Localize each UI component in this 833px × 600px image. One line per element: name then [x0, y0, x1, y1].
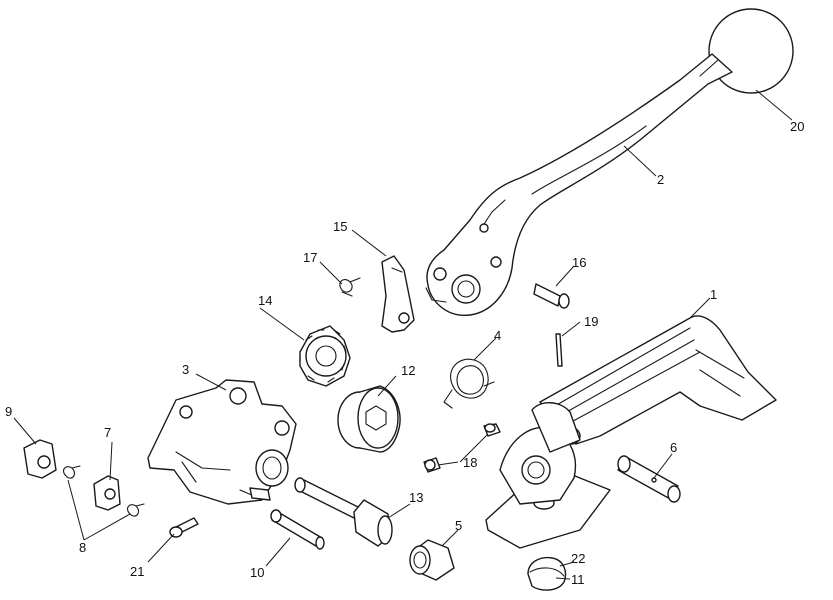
callout-6: 6 [670, 440, 677, 455]
part-21-screw [169, 517, 199, 538]
callout-21: 21 [130, 564, 144, 579]
part-22-11-cap [527, 556, 567, 591]
callout-11: 11 [571, 572, 585, 587]
callout-5: 5 [455, 518, 462, 533]
callout-14: 14 [258, 293, 272, 308]
callout-8: 8 [79, 540, 86, 555]
callout-16: 16 [572, 255, 586, 270]
part-19-roll-pin [555, 333, 563, 367]
part-1-base-frame [485, 315, 777, 549]
callout-9: 9 [5, 404, 12, 419]
part-17-spring [339, 277, 361, 297]
part-5-bushing [409, 539, 455, 581]
callout-3: 3 [182, 362, 189, 377]
part-13-shaft [294, 477, 393, 547]
callout-labels: 20 2 1 3 4 5 6 7 8 9 10 11 12 13 14 15 1… [5, 119, 804, 587]
callout-22: 22 [571, 551, 585, 566]
part-3-tension-housing [147, 379, 297, 505]
callout-10: 10 [250, 565, 264, 580]
callout-4: 4 [494, 328, 501, 343]
leader-lines [13, 89, 793, 580]
part-10-pin [270, 509, 325, 550]
part-14-gear [299, 325, 351, 387]
part-7-clip [93, 475, 121, 511]
callout-15: 15 [333, 219, 347, 234]
part-6-pivot-pin [617, 455, 681, 503]
part-20-knob [708, 8, 794, 94]
part-15-pawl [381, 255, 415, 333]
callout-12: 12 [401, 363, 415, 378]
callout-17: 17 [303, 250, 317, 265]
part-2-handle-lever [425, 53, 733, 316]
part-4-torsion-spring [443, 358, 495, 409]
callout-2: 2 [657, 172, 664, 187]
part-18-screw [423, 423, 501, 473]
callout-1: 1 [710, 287, 717, 302]
callout-13: 13 [409, 490, 423, 505]
callout-7: 7 [104, 425, 111, 440]
part-16-pin [533, 283, 570, 309]
part-8-spring [63, 465, 145, 517]
callout-19: 19 [584, 314, 598, 329]
callout-18: 18 [463, 455, 477, 470]
part-12-bearing [337, 385, 401, 453]
callout-20: 20 [790, 119, 804, 134]
part-9-clip [23, 439, 57, 479]
